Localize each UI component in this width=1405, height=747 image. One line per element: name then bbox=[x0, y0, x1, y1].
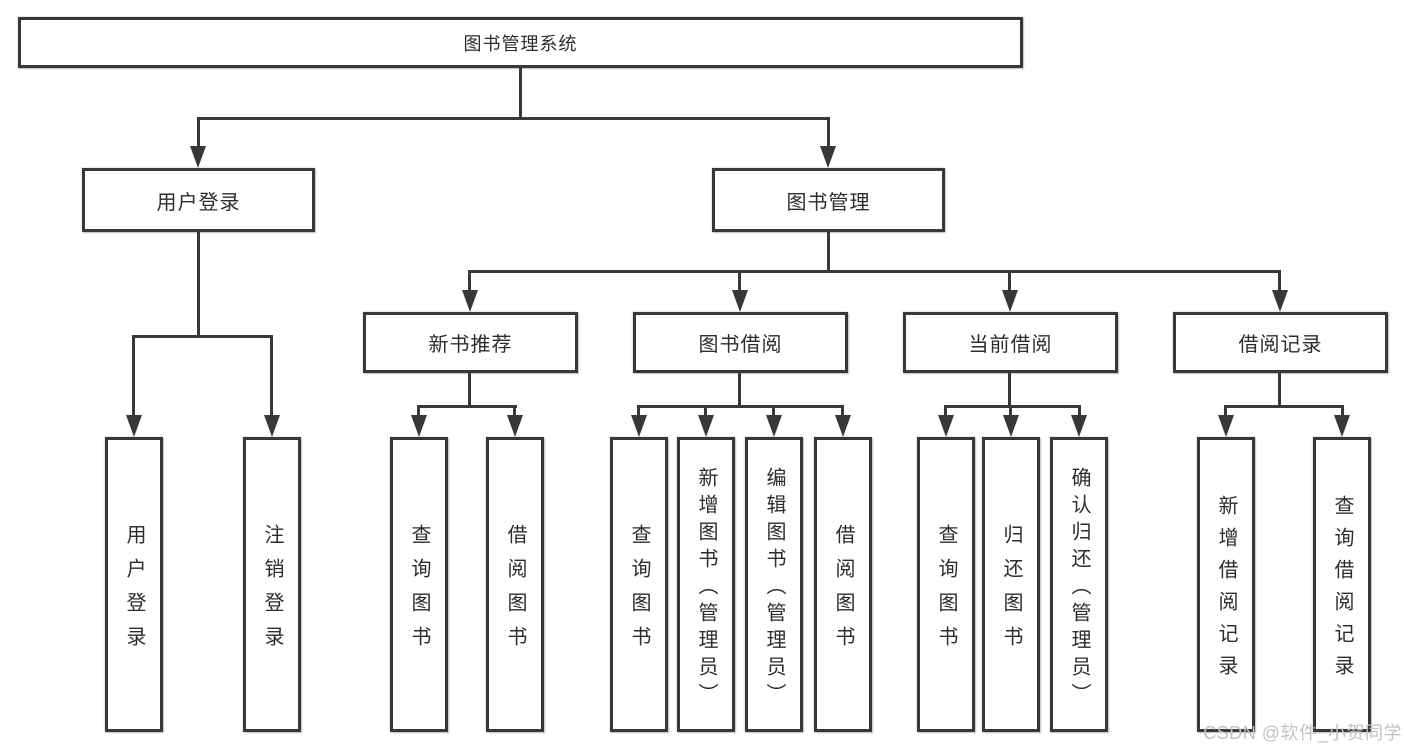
arrowhead-down-icon bbox=[835, 415, 851, 437]
connector-line bbox=[1224, 405, 1344, 408]
arrowhead-down-icon bbox=[1003, 415, 1019, 437]
arrowhead-down-icon bbox=[190, 146, 206, 168]
connector-line bbox=[197, 117, 830, 120]
arrowhead-down-icon bbox=[631, 415, 647, 437]
leaf-label: 借阅图书 bbox=[504, 523, 526, 660]
connector-line bbox=[417, 405, 420, 417]
connector-line bbox=[772, 405, 775, 417]
connector-line bbox=[827, 117, 830, 150]
connector-line bbox=[944, 405, 947, 417]
arrowhead-down-icon bbox=[507, 415, 523, 437]
leaf-edit-books-admin: 编辑图书（管理员） bbox=[745, 437, 803, 732]
connector-line bbox=[417, 405, 517, 408]
connector-line bbox=[132, 335, 135, 417]
arrowhead-down-icon bbox=[732, 290, 748, 312]
arrowhead-down-icon bbox=[1218, 415, 1234, 437]
connector-line bbox=[738, 270, 741, 292]
connector-line bbox=[519, 68, 522, 120]
leaf-label: 查询图书 bbox=[935, 523, 957, 660]
connector-line bbox=[1008, 270, 1011, 292]
node-label: 当前借阅 bbox=[968, 334, 1053, 356]
leaf-label: 借阅图书 bbox=[832, 523, 854, 660]
node-current-borrowing: 当前借阅 bbox=[903, 312, 1118, 373]
arrowhead-down-icon bbox=[411, 415, 427, 437]
node-label: 借阅记录 bbox=[1238, 334, 1323, 356]
connector-line bbox=[827, 232, 830, 273]
leaf-label: 查询图书 bbox=[628, 523, 650, 660]
arrowhead-down-icon bbox=[1272, 290, 1288, 312]
connector-line bbox=[738, 373, 741, 408]
connector-line bbox=[468, 270, 471, 292]
leaf-borrow-books-recommend: 借阅图书 bbox=[486, 437, 544, 732]
node-borrow-records: 借阅记录 bbox=[1173, 312, 1388, 373]
leaf-label: 新增图书（管理员） bbox=[695, 466, 717, 710]
connector-line bbox=[468, 373, 471, 408]
leaf-query-books-recommend: 查询图书 bbox=[390, 437, 448, 732]
connector-line bbox=[1224, 405, 1227, 417]
leaf-label: 确认归还（管理员） bbox=[1068, 466, 1090, 710]
arrowhead-down-icon bbox=[1071, 415, 1087, 437]
connector-line bbox=[197, 117, 200, 150]
node-user-login: 用户登录 bbox=[82, 168, 315, 232]
csdn-watermark: CSDN @软件_小贺同学 bbox=[1203, 723, 1402, 743]
leaf-label: 查询图书 bbox=[408, 523, 430, 660]
connector-line bbox=[1341, 405, 1344, 417]
node-book-borrowing: 图书借阅 bbox=[633, 312, 848, 373]
node-label: 新书推荐 bbox=[428, 334, 513, 356]
leaf-label: 注销登录 bbox=[261, 523, 283, 660]
node-library-system: 图书管理系统 bbox=[18, 17, 1023, 68]
arrowhead-down-icon bbox=[126, 415, 142, 437]
leaf-add-books-admin: 新增图书（管理员） bbox=[677, 437, 735, 732]
arrowhead-down-icon bbox=[462, 290, 478, 312]
connector-line bbox=[637, 405, 640, 417]
node-new-book-recommend: 新书推荐 bbox=[363, 312, 578, 373]
connector-line bbox=[197, 232, 200, 337]
connector-line bbox=[637, 405, 844, 408]
leaf-add-borrow-record: 新增借阅记录 bbox=[1197, 437, 1255, 732]
arrowhead-down-icon bbox=[938, 415, 954, 437]
leaf-query-books-borrowing: 查询图书 bbox=[610, 437, 668, 732]
leaf-borrow-books: 借阅图书 bbox=[814, 437, 872, 732]
node-label: 图书管理 bbox=[786, 191, 871, 214]
connector-line bbox=[1009, 405, 1012, 417]
connector-line bbox=[1278, 373, 1281, 408]
connector-line bbox=[513, 405, 516, 417]
connector-line bbox=[132, 335, 273, 338]
leaf-return-books: 归还图书 bbox=[982, 437, 1040, 732]
leaf-label: 新增借阅记录 bbox=[1215, 494, 1237, 687]
arrowhead-down-icon bbox=[766, 415, 782, 437]
connector-line bbox=[944, 405, 1081, 408]
connector-line bbox=[1078, 405, 1081, 417]
node-label: 用户登录 bbox=[156, 191, 241, 214]
connector-line bbox=[841, 405, 844, 417]
leaf-query-borrow-record: 查询借阅记录 bbox=[1313, 437, 1371, 732]
leaf-label: 用户登录 bbox=[123, 523, 145, 660]
arrowhead-down-icon bbox=[264, 415, 280, 437]
node-label: 图书借阅 bbox=[698, 334, 783, 356]
connector-line bbox=[1278, 270, 1281, 292]
node-label: 图书管理系统 bbox=[463, 33, 578, 54]
leaf-label: 编辑图书（管理员） bbox=[763, 466, 785, 710]
leaf-query-books-current: 查询图书 bbox=[917, 437, 975, 732]
connector-line bbox=[468, 270, 1281, 273]
leaf-label: 归还图书 bbox=[1000, 523, 1022, 660]
arrowhead-down-icon bbox=[1334, 415, 1350, 437]
arrowhead-down-icon bbox=[698, 415, 714, 437]
node-book-management: 图书管理 bbox=[712, 168, 945, 232]
arrowhead-down-icon bbox=[820, 146, 836, 168]
arrowhead-down-icon bbox=[1002, 290, 1018, 312]
connector-line bbox=[1008, 373, 1011, 408]
leaf-user-login: 用户登录 bbox=[105, 437, 163, 732]
connector-line bbox=[704, 405, 707, 417]
connector-line bbox=[270, 335, 273, 417]
leaf-logout: 注销登录 bbox=[243, 437, 301, 732]
leaf-confirm-return-admin: 确认归还（管理员） bbox=[1050, 437, 1108, 732]
leaf-label: 查询借阅记录 bbox=[1331, 494, 1353, 687]
